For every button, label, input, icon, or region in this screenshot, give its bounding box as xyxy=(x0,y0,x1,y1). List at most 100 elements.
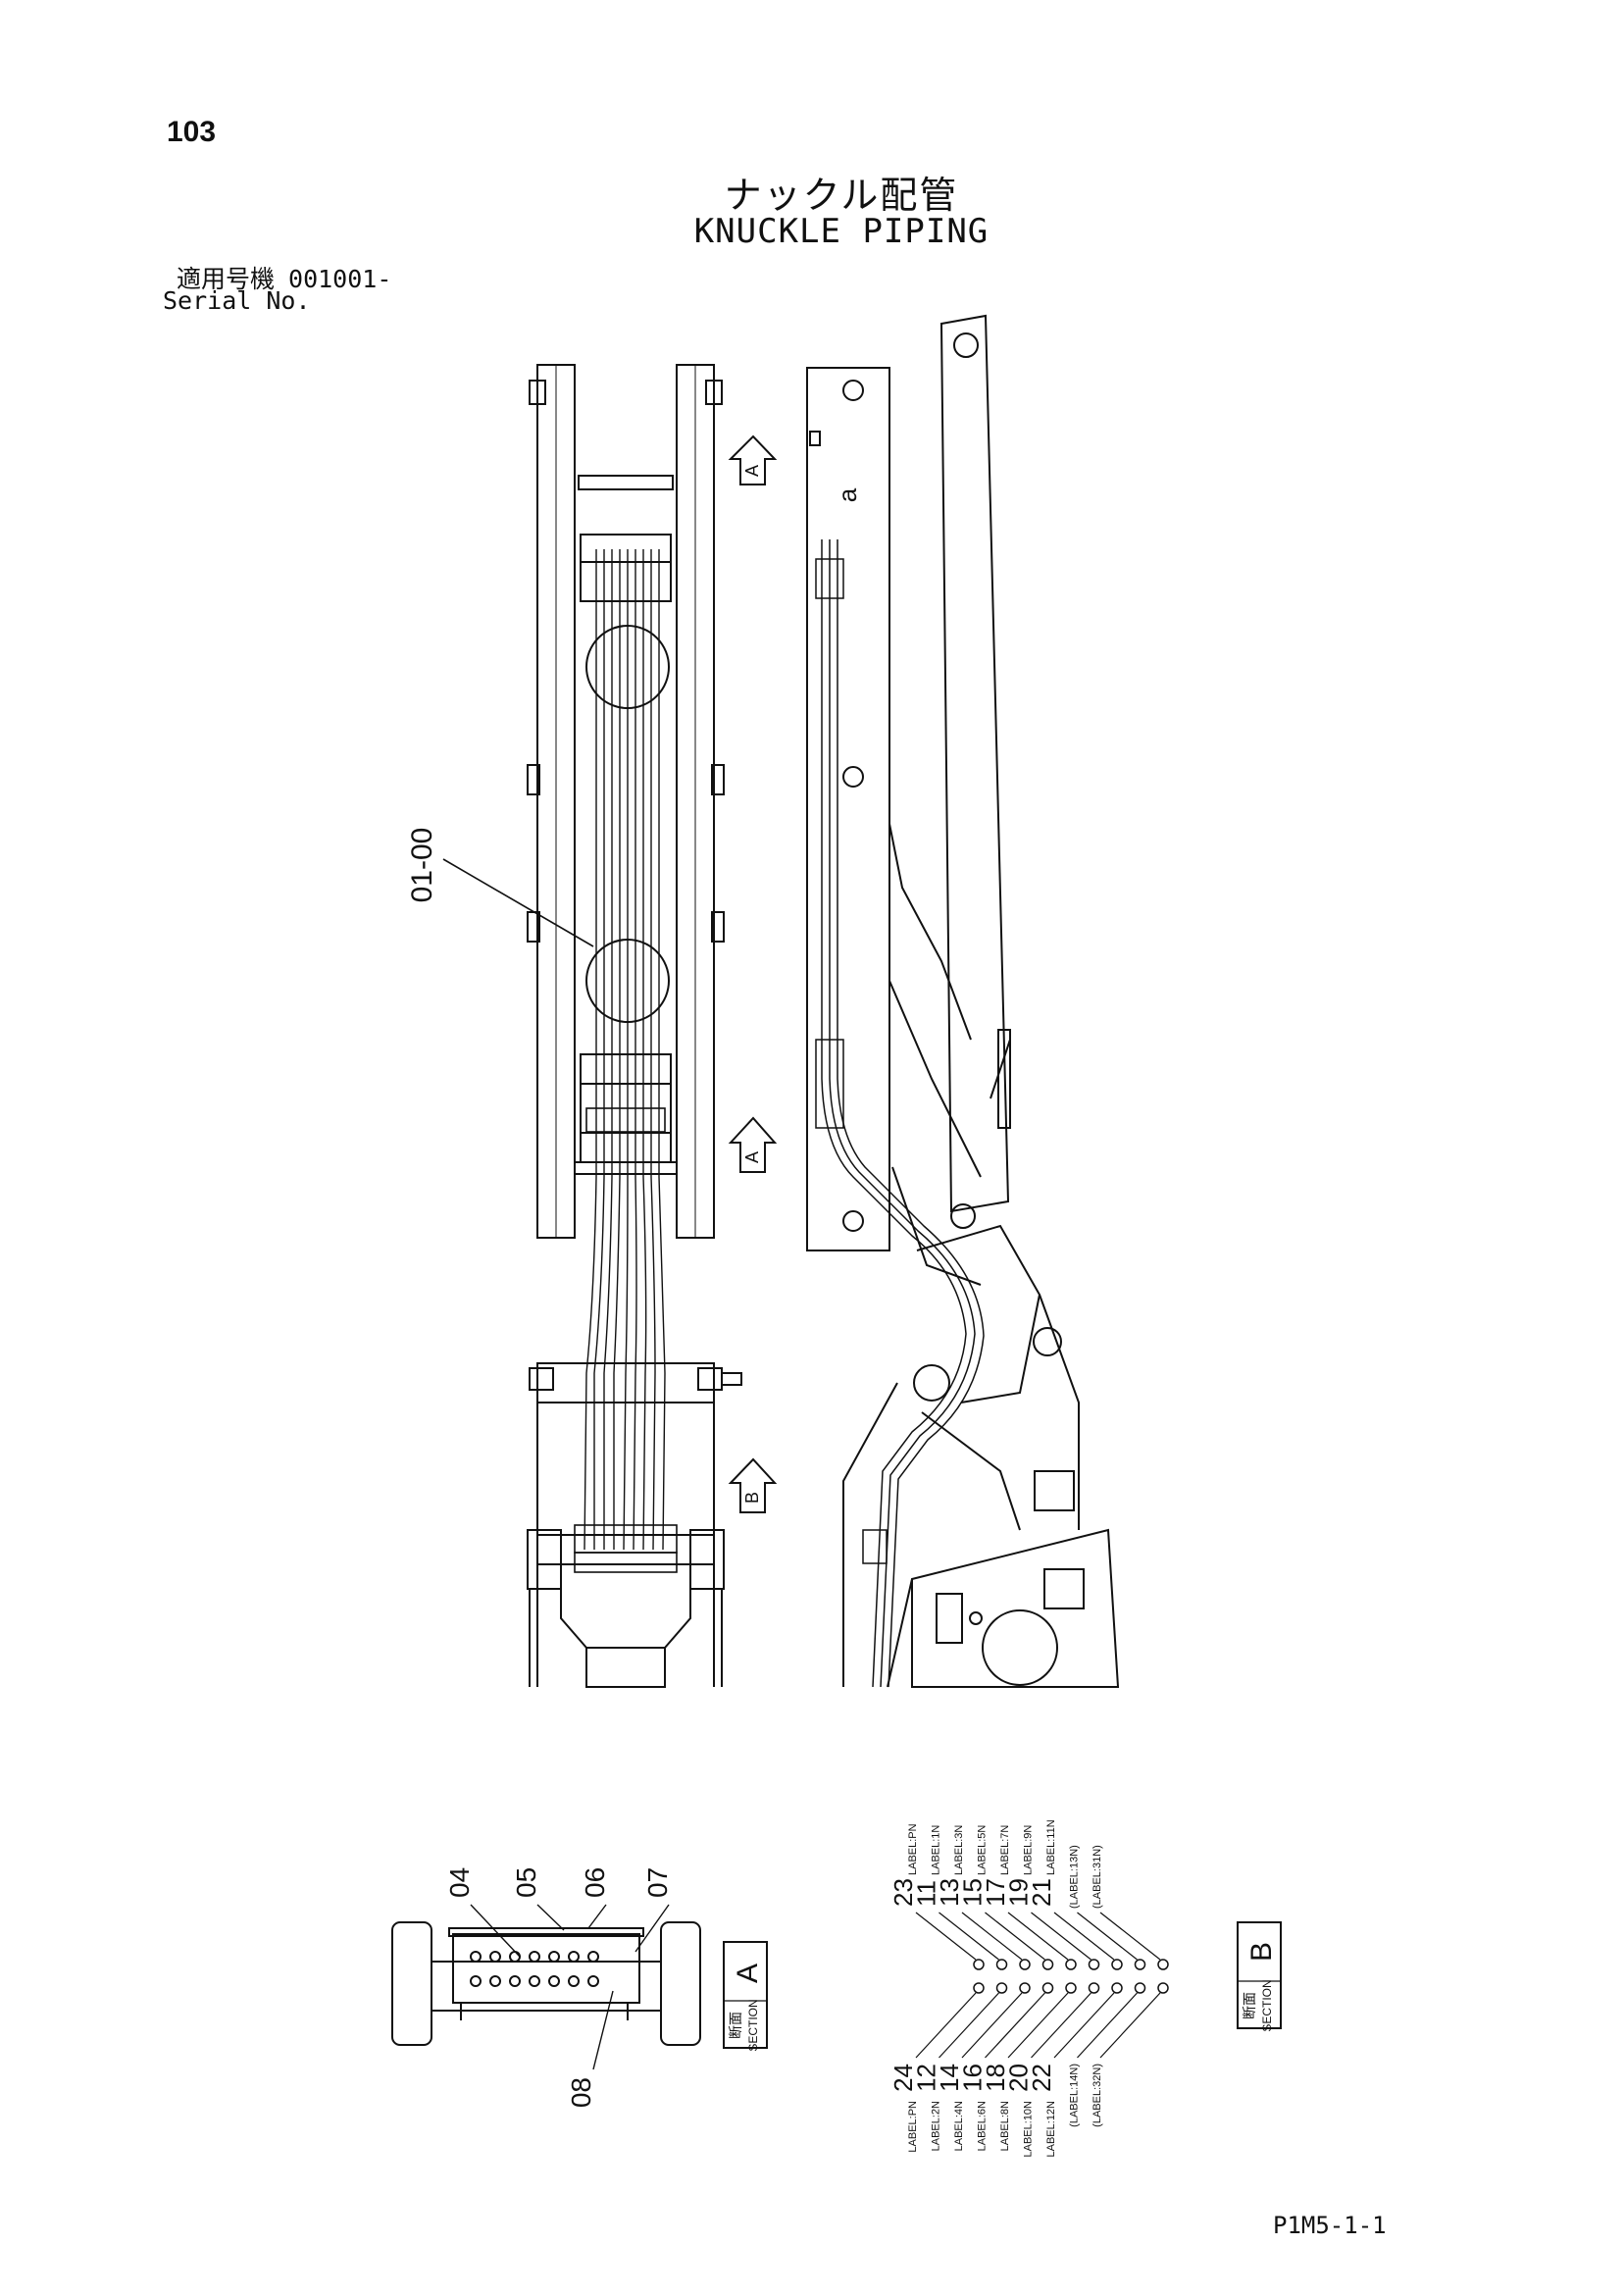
drawing-code: P1M5-1-1 xyxy=(1273,2212,1387,2239)
section-a-part-08: 08 xyxy=(566,2077,596,2108)
hose-end-bottom xyxy=(973,1982,985,1994)
hose-number-top: 17 xyxy=(981,1878,1010,1907)
hose-leader-bottom xyxy=(1007,1992,1069,2059)
hose-end-top xyxy=(1065,1959,1077,1970)
section-b-label-english: SECTION xyxy=(1260,1979,1274,2031)
hose-leader-bottom xyxy=(1099,1992,1161,2059)
hose-end-top xyxy=(1088,1959,1100,1970)
hose-label-top: LABEL:7N xyxy=(999,1825,1011,1875)
hose-leader-top xyxy=(1099,1912,1161,1961)
hose-leader-bottom xyxy=(961,1992,1023,2059)
hose-end-top xyxy=(973,1959,985,1970)
hose-end-bottom xyxy=(1088,1982,1100,1994)
section-b-view xyxy=(1237,1921,1282,2029)
view-arrow-a-mid-letter: A xyxy=(742,1151,762,1163)
hose-end-top xyxy=(1134,1959,1146,1970)
hose-end-bottom xyxy=(1019,1982,1031,1994)
hose-end-bottom xyxy=(995,1982,1008,1994)
hose-leader-bottom xyxy=(915,1992,977,2059)
hose-number-top: 23 xyxy=(888,1878,918,1907)
section-b-hose-labels: 23LABEL:PN11LABEL:1N13LABEL:3N15LABEL:5N… xyxy=(888,1819,1169,2158)
hose-number-bottom: 14 xyxy=(935,2064,964,2092)
hose-leader-top xyxy=(915,1912,977,1961)
view-arrow-a-mid xyxy=(728,1116,778,1173)
hose-number-bottom: 18 xyxy=(981,2064,1010,2092)
section-b-letter: B xyxy=(1245,1942,1278,1962)
section-a-part-04: 04 xyxy=(444,1867,475,1898)
section-a-view xyxy=(391,1904,768,2070)
hose-label-top: LABEL:9N xyxy=(1023,1825,1035,1875)
hose-number-top: 19 xyxy=(1004,1878,1034,1907)
hose-end-top xyxy=(1111,1959,1123,1970)
hose-label-bottom: LABEL:2N xyxy=(931,2101,942,2151)
hose-end-bottom xyxy=(1065,1982,1077,1994)
side-view-hoses xyxy=(815,539,985,1688)
hose-label-top: LABEL:PN xyxy=(907,1823,919,1875)
hose-leader-bottom xyxy=(985,1992,1045,2059)
section-b-label-japanese: 断面 xyxy=(1242,1992,1257,2019)
hose-end-top xyxy=(1019,1959,1031,1970)
section-a-part-05: 05 xyxy=(511,1867,541,1898)
page-number: 103 xyxy=(167,116,217,148)
view-arrow-b-letter: B xyxy=(742,1492,762,1504)
hose-label-bottom: LABEL:PN xyxy=(907,2101,919,2153)
serial-label-japanese: 適用号機 xyxy=(177,265,276,293)
hose-label-bottom: (LABEL:14N) xyxy=(1069,2064,1081,2127)
hose-leader-top xyxy=(1053,1912,1115,1961)
hose-leader-bottom xyxy=(939,1992,999,2059)
hose-leader-top xyxy=(961,1912,1023,1961)
hose-leader-bottom xyxy=(1077,1992,1138,2059)
section-a-letter: A xyxy=(732,1964,764,1983)
hose-leader-top xyxy=(1007,1912,1069,1961)
hose-leader-top xyxy=(985,1912,1045,1961)
hose-end-top xyxy=(1157,1959,1169,1970)
main-part-number: 01-00 xyxy=(406,828,438,903)
hose-label-top: LABEL:11N xyxy=(1045,1819,1057,1875)
hose-number-top: 15 xyxy=(958,1878,988,1907)
hose-number-top: 21 xyxy=(1027,1878,1056,1907)
hose-label-bottom: LABEL:12N xyxy=(1045,2101,1057,2158)
hose-number-top: 13 xyxy=(935,1878,964,1907)
section-a-part-06: 06 xyxy=(580,1867,610,1898)
hose-end-bottom xyxy=(1157,1982,1169,1994)
main-part-leader xyxy=(442,858,594,947)
hose-leader-bottom xyxy=(1031,1992,1091,2059)
hose-leader-bottom xyxy=(1053,1992,1115,2059)
hose-label-top: (LABEL:31N) xyxy=(1091,1845,1103,1909)
section-a-label-japanese: 断面 xyxy=(728,2012,743,2039)
hose-label-bottom: (LABEL:32N) xyxy=(1091,2064,1103,2127)
hose-leader-top xyxy=(1031,1912,1091,1961)
top-view-fittings xyxy=(574,1107,678,1573)
side-mark: a xyxy=(833,487,862,502)
top-view-assembly xyxy=(527,364,742,1688)
hose-leader-top xyxy=(1077,1912,1138,1961)
serial-value: 001001- xyxy=(288,265,392,293)
hose-number-top: 11 xyxy=(912,1880,941,1907)
hose-number-bottom: 12 xyxy=(912,2064,941,2092)
hose-label-top: LABEL:3N xyxy=(953,1825,965,1875)
section-a-part-07: 07 xyxy=(642,1867,673,1898)
hose-label-top: LABEL:1N xyxy=(931,1825,942,1875)
hose-number-bottom: 22 xyxy=(1027,2064,1056,2092)
hose-label-bottom: LABEL:8N xyxy=(999,2101,1011,2151)
section-a-part-numbers: 04 05 06 07 08 xyxy=(444,1867,673,2108)
hose-number-bottom: 16 xyxy=(958,2064,988,2092)
view-arrow-b xyxy=(728,1457,778,1513)
page-title-japanese: ナックル配管 xyxy=(724,174,959,217)
hose-end-bottom xyxy=(1041,1982,1054,1994)
serial-label-english: Serial No. xyxy=(163,286,311,315)
side-view-assembly xyxy=(806,314,1120,1688)
view-arrow-a-top-letter: A xyxy=(742,465,762,477)
hose-end-bottom xyxy=(1111,1982,1123,1994)
section-a-label-english: SECTION xyxy=(746,1999,760,2051)
hose-number-bottom: 24 xyxy=(888,2064,918,2092)
view-arrow-a-top xyxy=(728,434,778,485)
hose-label-bottom: LABEL:10N xyxy=(1023,2101,1035,2158)
hose-end-bottom xyxy=(1134,1982,1146,1994)
hose-end-top xyxy=(1041,1959,1054,1970)
hose-label-top: (LABEL:13N) xyxy=(1069,1845,1081,1909)
top-view-hoses xyxy=(584,549,666,1551)
serial-line: 適用号機 001001- xyxy=(177,260,391,295)
hose-number-bottom: 20 xyxy=(1004,2064,1034,2092)
